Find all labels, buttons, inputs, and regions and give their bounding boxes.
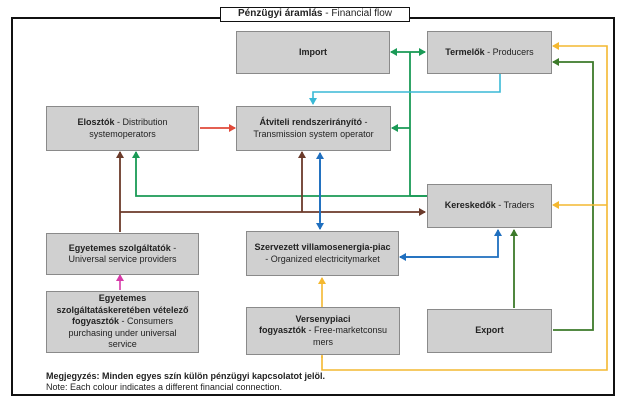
export-label: Export [475,325,504,336]
note-en: Note: Each colour indicates a different … [46,382,282,392]
consumers-usp-normal1: Consumers [127,316,174,327]
tso-box: Átviteli rendszerirányító - Transmission… [236,106,391,151]
green-flow [132,48,427,197]
tso-line2: Transmission system operator [253,128,374,139]
consumers-usp-line3: fogyasztók - Consumers [72,316,173,328]
traders-box: Kereskedők - Traders [427,184,552,228]
title-hu: Pénzügyi áramlás [238,8,323,19]
traders-sep: - [495,200,504,211]
free-market-line1: Versenypiaci [295,313,351,324]
free-market-line2: fogyasztók - Free-marketconsu [259,325,387,337]
consumers-usp-line2: szolgáltatáskeretében vételező [56,304,189,315]
darkgreen-flow [510,58,594,331]
free-market-sep: - [305,325,314,336]
brown-flow [116,151,426,232]
producers-box: Termelők - Producers [427,31,552,74]
usp-bold: Egyetemes szolgáltatók [68,242,171,253]
diagram-note: Megjegyzés: Minden egyes szín külön pénz… [46,371,325,393]
distribution-bold: Elosztók [77,117,115,127]
note-hu: Megjegyzés: Minden egyes szín külön pénz… [46,371,326,381]
tso-sep: - [362,117,368,127]
distribution-line2: systemoperators [89,128,156,139]
import-box: Import [236,31,390,74]
consumers-usp-line1: Egyetemes [98,293,147,304]
producers-label: Termelők - Producers [445,47,533,59]
usp-line2: Universal service providers [68,254,177,264]
market-sep: - [265,253,269,264]
usp-line1: Egyetemes szolgáltatók - [69,243,177,255]
usp-box: Egyetemes szolgáltatók - Universal servi… [46,233,199,275]
free-market-box: Versenypiaci fogyasztók - Free-marketcon… [246,307,400,355]
free-market-normal1: Free-marketconsu [313,325,388,336]
blue-flow [316,152,502,261]
tso-bold: Átviteli rendszerirányító [259,117,363,127]
market-line2: - Organized electricitymarket [265,254,380,266]
market-box: Szervezett villamosenergia-piac - Organi… [246,231,399,276]
traders-normal: Traders [503,200,535,211]
consumers-usp-bold3: fogyasztók [71,316,119,327]
usp-sep: - [170,242,177,253]
market-line1: Szervezett villamosenergia-piac [254,242,391,252]
consumers-usp-line5: service [108,339,137,350]
tso-line1: Átviteli rendszerirányító - [259,117,367,129]
consumers-usp-sep: - [119,316,127,327]
diagram-title: Pénzügyi áramlás - Financial flow [220,7,410,22]
producers-bold: Termelők [445,46,485,57]
producers-normal: Producers [492,46,534,57]
consumers-usp-line4: purchasing under universal [68,327,177,338]
distribution-normal1: Distribution [122,117,168,127]
free-market-bold2: fogyasztók [258,325,306,336]
import-label: Import [299,46,327,57]
distribution-line1: Elosztók - Distribution [77,117,167,129]
distribution-box: Elosztók - Distribution systemoperators [46,106,199,151]
cyan-flow [309,74,501,105]
consumers-usp-box: Egyetemes szolgáltatáskeretében vételező… [46,291,199,353]
traders-bold: Kereskedők [444,200,496,211]
export-box: Export [427,309,552,353]
title-sep: - [322,8,332,19]
market-normal: Organized electricitymarket [268,253,380,264]
traders-label: Kereskedők - Traders [445,200,535,212]
distribution-sep: - [114,117,123,127]
title-en: Financial flow [331,8,392,19]
producers-sep: - [484,46,493,57]
free-market-line3: mers [313,336,333,347]
